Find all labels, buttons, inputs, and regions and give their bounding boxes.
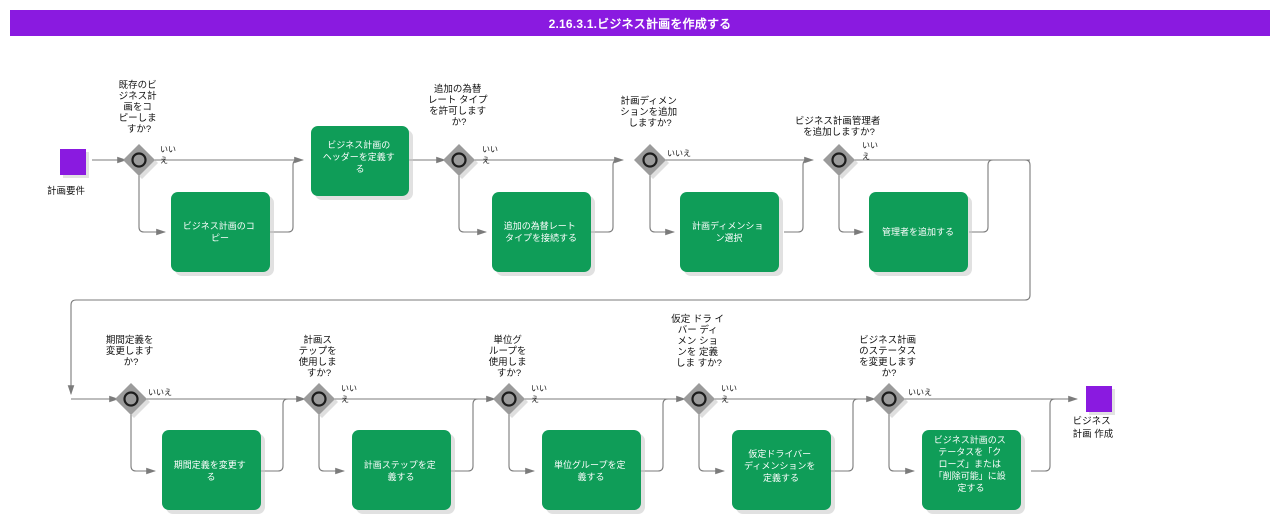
row2-edges <box>71 395 1079 475</box>
edge-label-no: いい え <box>721 384 739 404</box>
process-label: ビジネス計画のス テータスを「ク ローズ」または 「削除可能」に設 定する <box>934 434 1009 493</box>
process-define-plan-steps[interactable]: 計画ステップを定 義する <box>352 430 455 514</box>
edge-d5-yes-to-p6 <box>130 414 157 475</box>
page-title: 2.16.3.1.ビジネス計画を作成する <box>548 16 732 31</box>
decision-define-assumption-driver-dimension[interactable]: 仮定 ドラ イ バー ディ メン ショ ンを 定義 しま すか? いい え <box>671 313 739 418</box>
process-label: 管理者を追加する <box>882 226 954 237</box>
decision-label: 仮定 ドラ イ バー ディ メン ショ ンを 定義 しま すか? <box>671 313 726 369</box>
edge-p5-to-wrap <box>969 159 1030 233</box>
decision-ring-icon <box>451 152 467 168</box>
start-terminator[interactable]: 計画要件 <box>47 149 89 197</box>
decision-label: 単位グ ループを 使用しま すか? <box>489 334 530 379</box>
start-terminator-label: 計画要件 <box>47 185 86 197</box>
end-terminator[interactable]: ビジネス 計画 作成 <box>1073 386 1115 440</box>
decision-label: ビジネス計画管理者 を追加しますか? <box>795 115 883 138</box>
decision-change-period-definition[interactable]: 期間定義を 変更します か? いいえ <box>106 334 172 418</box>
decision-ring-icon <box>691 391 707 407</box>
process-connect-extra-exchange-rate-types[interactable]: 追加の為替レート タイプを接続する <box>492 192 595 276</box>
edge-p1-to-p2 <box>270 159 303 233</box>
process-label: ビジネス計画の ヘッダーを定義す る <box>323 139 398 174</box>
edge-p9-to-d9 <box>831 398 875 472</box>
row1-edges <box>67 156 1031 396</box>
end-terminator-label: ビジネス 計画 作成 <box>1073 416 1114 440</box>
page-title-bar: 2.16.3.1.ビジネス計画を作成する <box>10 10 1270 36</box>
edge-label-no: いい え <box>482 145 500 165</box>
process-define-assumption-driver-dimension[interactable]: 仮定ドライバー ディメンションを 定義する <box>732 430 835 514</box>
edge-p4-to-d4 <box>784 159 813 233</box>
process-label: ビジネス計画のコ ピー <box>183 220 258 243</box>
edge-d7-yes-to-p8 <box>508 414 536 475</box>
edge-p10-to-end <box>1031 398 1077 472</box>
decision-ring-icon <box>311 391 327 407</box>
decision-add-plan-dimension[interactable]: 計画ディメン ションを追加 しますか? いいえ <box>620 95 691 179</box>
decision-ring-icon <box>881 391 897 407</box>
edge-label-no: いいえ <box>148 388 172 397</box>
decision-ring-icon <box>831 152 847 168</box>
decision-use-unit-group[interactable]: 単位グ ループを 使用しま すか? いい え <box>489 334 550 418</box>
decision-ring-icon <box>501 391 517 407</box>
process-label: 期間定義を変更す る <box>174 459 249 482</box>
decision-allow-extra-exchange-rate-types[interactable]: 追加の為替 レート タイプ を許可します か? いい え <box>428 83 500 179</box>
process-label: 計画ステップを定 義する <box>364 459 439 482</box>
decision-ring-icon <box>123 391 139 407</box>
process-set-business-plan-status[interactable]: ビジネス計画のス テータスを「ク ローズ」または 「削除可能」に設 定する <box>922 430 1025 514</box>
edge-label-no: いい え <box>531 384 549 404</box>
decision-copy-existing-plan[interactable]: 既存のビ ジネス計 画をコ ピーしま すか? いい え <box>119 79 179 179</box>
edge-label-no: いい え <box>160 145 178 165</box>
process-label: 仮定ドライバー ディメンションを 定義する <box>744 448 818 483</box>
edge-d3-yes-to-p4 <box>649 175 676 236</box>
decision-label: 計画ディメン ションを追加 しますか? <box>620 95 680 129</box>
decision-ring-icon <box>131 152 147 168</box>
decision-change-business-plan-status[interactable]: ビジネス計画 のステータス を変更します か? いいえ <box>859 334 932 418</box>
process-label: 単位グループを定 義する <box>554 459 628 482</box>
edge-d4-no-wrap-to-row2 <box>67 159 1031 396</box>
decision-label: 既存のビ ジネス計 画をコ ピーしま すか? <box>119 79 160 135</box>
decision-label: 計画ス テップを 使用しま すか? <box>299 334 340 379</box>
process-change-period-definition[interactable]: 期間定義を変更す る <box>162 430 265 514</box>
process-label: 追加の為替レート タイプを接続する <box>504 220 579 243</box>
edge-label-no: いい え <box>862 141 880 161</box>
process-add-administrator[interactable]: 管理者を追加する <box>869 192 972 276</box>
edge-p6-to-d6 <box>261 398 305 472</box>
decision-label: ビジネス計画 のステータス を変更します か? <box>859 334 919 379</box>
edge-d6-yes-to-p7 <box>318 414 346 475</box>
decision-add-plan-administrator[interactable]: ビジネス計画管理者 を追加しますか? いい え <box>795 115 883 179</box>
decision-use-plan-steps[interactable]: 計画ス テップを 使用しま すか? いい え <box>299 334 360 418</box>
edge-p7-to-d7 <box>451 398 495 472</box>
edge-d4-yes-to-p5 <box>838 175 865 236</box>
edge-label-no: いいえ <box>908 388 932 397</box>
process-select-plan-dimension[interactable]: 計画ディメンショ ン選択 <box>680 192 783 276</box>
process-label: 計画ディメンショ ン選択 <box>692 220 766 243</box>
edge-p3-to-d3 <box>591 159 623 233</box>
edge-d8-yes-to-p9 <box>698 414 726 475</box>
decision-label: 追加の為替 レート タイプ を許可します か? <box>428 83 490 128</box>
process-copy-business-plan[interactable]: ビジネス計画のコ ピー <box>171 192 274 276</box>
decision-ring-icon <box>642 152 658 168</box>
edge-label-no: いい え <box>341 384 359 404</box>
decision-label: 期間定義を 変更します か? <box>106 334 156 368</box>
process-define-plan-header[interactable]: ビジネス計画の ヘッダーを定義す る <box>311 126 413 200</box>
edge-d2-yes-to-p3 <box>458 175 488 236</box>
process-define-unit-group[interactable]: 単位グループを定 義する <box>542 430 645 514</box>
edge-label-no: いいえ <box>667 149 691 158</box>
edge-d1-yes-to-p1 <box>138 175 167 236</box>
edge-p8-to-d8 <box>641 398 685 472</box>
edge-d9-yes-to-p10 <box>888 414 916 475</box>
